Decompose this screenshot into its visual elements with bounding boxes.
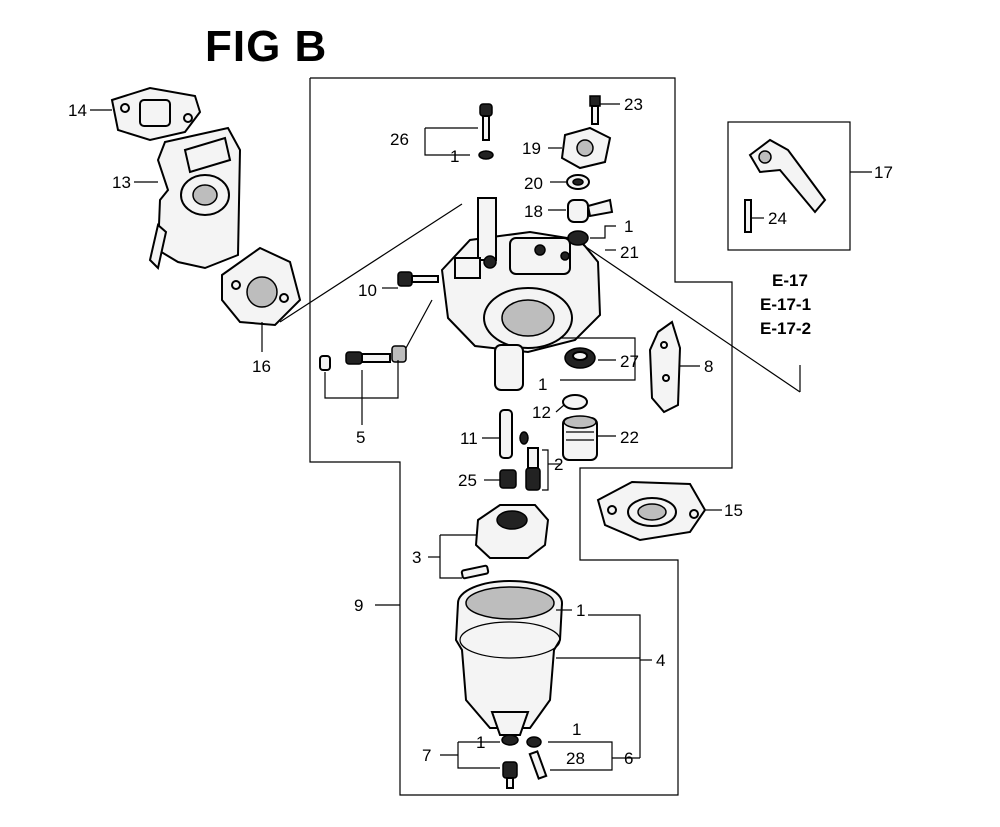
callout-16: 16 — [252, 357, 271, 376]
gasket-15 — [596, 480, 707, 542]
screw-10 — [397, 271, 439, 287]
callout-14: 14 — [68, 101, 87, 120]
float-3 — [460, 504, 550, 580]
callout-15: 15 — [724, 501, 743, 520]
bracket-13 — [148, 126, 242, 270]
callout-21: 21 — [620, 243, 639, 262]
callout-24: 24 — [768, 209, 787, 228]
callout-19: 19 — [522, 139, 541, 158]
callout-27: 27 — [620, 352, 639, 371]
float-bowl-4 — [454, 580, 563, 736]
ref-e17-1: E-17-1 — [760, 295, 811, 314]
lever-17 — [748, 138, 827, 214]
callout-1e: 1 — [572, 720, 581, 739]
callout-5: 5 — [356, 428, 365, 447]
gasket-8 — [648, 320, 682, 414]
screw-26 — [478, 103, 494, 160]
box-17 — [727, 121, 851, 251]
callout-13: 13 — [112, 173, 131, 192]
screw-23 — [589, 95, 601, 125]
screw-28 — [526, 736, 548, 780]
callout-28: 28 — [566, 749, 585, 768]
callout-1f: 1 — [476, 733, 485, 752]
emulsion-tube-11 — [499, 409, 529, 459]
leader-16-diag — [279, 203, 463, 323]
callout-26: 26 — [390, 130, 409, 149]
drain-screw-7 — [501, 734, 519, 789]
gasket-16 — [221, 246, 302, 327]
callout-6: 6 — [624, 749, 633, 768]
callout-3: 3 — [412, 548, 421, 567]
gasket-14 — [110, 86, 202, 142]
callout-18: 18 — [524, 202, 543, 221]
callout-22: 22 — [620, 428, 639, 447]
ref-e17: E-17 — [772, 271, 808, 290]
callout-1b: 1 — [624, 217, 633, 236]
ref-e17-2: E-17-2 — [760, 319, 811, 338]
cap-19 — [560, 126, 612, 170]
callout-11: 11 — [460, 429, 478, 448]
callout-10: 10 — [358, 281, 377, 300]
callout-1c: 1 — [538, 375, 547, 394]
callout-2: 2 — [554, 455, 563, 474]
callout-20: 20 — [524, 174, 543, 193]
washer-20 — [566, 174, 590, 190]
nut-21 — [567, 230, 589, 246]
oring-12 — [562, 394, 588, 410]
callout-8: 8 — [704, 357, 713, 376]
spring-25 — [499, 469, 517, 489]
main-jet-2 — [525, 447, 541, 491]
jet-27 — [564, 347, 596, 369]
callout-4: 4 — [656, 651, 665, 670]
pin-24 — [744, 199, 752, 233]
leader-e17 — [582, 244, 801, 393]
valve-18 — [567, 198, 614, 223]
callout-9: 9 — [354, 596, 363, 615]
callout-1a: 1 — [450, 147, 459, 166]
callout-12: 12 — [532, 403, 551, 422]
bowl-nut-22 — [562, 415, 598, 461]
callout-1d: 1 — [576, 601, 585, 620]
carburetor-body — [440, 197, 602, 391]
figure-title: FIG B — [205, 22, 328, 71]
assembly-boundary — [309, 77, 733, 796]
callout-17: 17 — [874, 163, 893, 182]
idle-screw-5 — [319, 299, 433, 371]
callout-7: 7 — [422, 746, 431, 765]
callout-23: 23 — [624, 95, 643, 114]
callout-25: 25 — [458, 471, 477, 490]
